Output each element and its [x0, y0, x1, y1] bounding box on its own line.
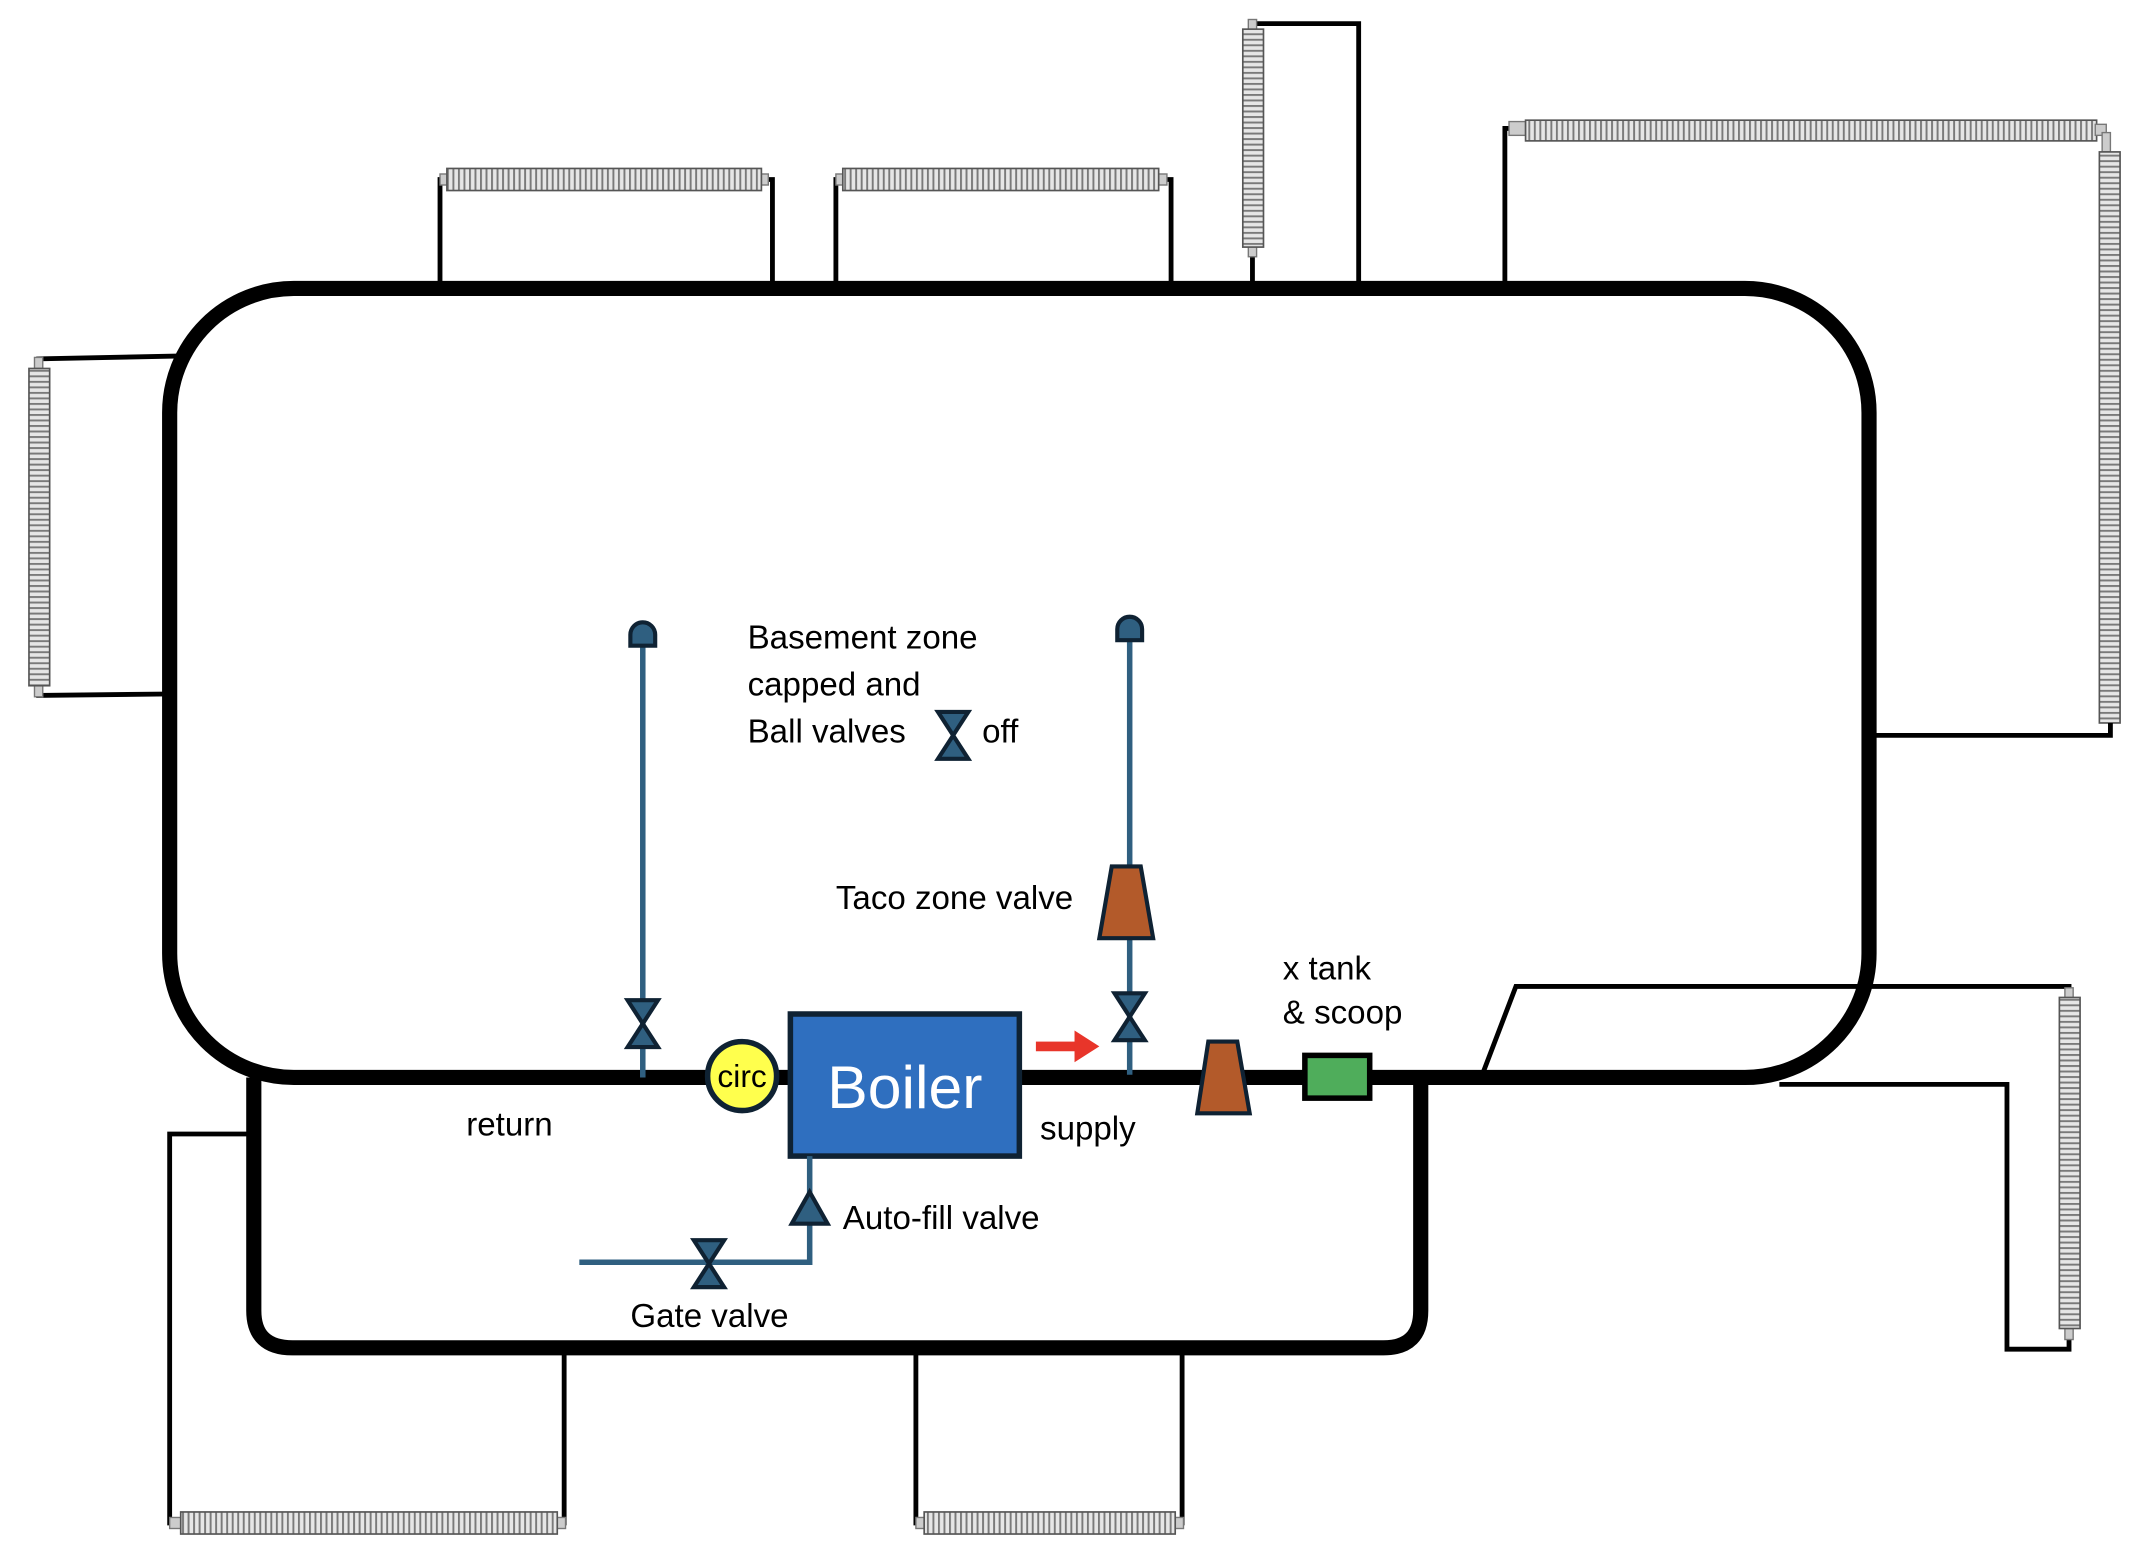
- supply-label: supply: [1040, 1111, 1136, 1148]
- gate-valve[interactable]: [690, 1238, 728, 1290]
- basement-note-line2: capped and: [748, 666, 921, 703]
- circulator-label: circ: [717, 1058, 766, 1094]
- return-label: return: [466, 1106, 552, 1143]
- boiler-label: Boiler: [827, 1053, 982, 1121]
- auto-fill-valve-label: Auto-fill valve: [843, 1200, 1040, 1237]
- taco-zone-valve-label: Taco zone valve: [836, 880, 1073, 917]
- radiator-top-3: [1241, 18, 1362, 283]
- lower-main-loop: [246, 1077, 1429, 1356]
- supply-cap-icon: [1115, 614, 1145, 643]
- basement-note-line3a: Ball valves: [748, 713, 906, 750]
- boiler-room: circ Boiler return supply x tank & scoop…: [466, 951, 1402, 1336]
- taco-zone-valve-supply[interactable]: [1194, 1039, 1253, 1116]
- main-loops: [162, 280, 1877, 1356]
- basement-note-line1: Basement zone: [748, 619, 978, 656]
- radiator-top-2: [833, 167, 1174, 283]
- taco-zone-valve-basement[interactable]: [1096, 864, 1156, 941]
- ball-valve-supply[interactable]: [1110, 991, 1149, 1043]
- radiator-right-lower: [1480, 984, 2081, 1352]
- return-cap-icon: [628, 620, 658, 648]
- radiator-bottom-mid: [913, 1349, 1185, 1535]
- radiator-left: [28, 353, 177, 698]
- radiator-bottom-left: [167, 1131, 567, 1535]
- radiator-top-right: [1502, 119, 2121, 738]
- gate-valve-label: Gate valve: [630, 1298, 788, 1335]
- flow-arrow-icon: [1035, 1030, 1100, 1063]
- upper-main-loop: [162, 280, 1877, 1086]
- radiators: [28, 18, 2121, 1535]
- ball-valve-legend-icon: [934, 709, 973, 761]
- basement-note-line3b: off: [982, 713, 1019, 750]
- circulator-pump[interactable]: [704, 1038, 780, 1114]
- xtank-label-line1: x tank: [1283, 951, 1372, 988]
- boiler[interactable]: [787, 1011, 1023, 1159]
- basement-zone: Basement zone capped and Ball valves off…: [623, 614, 1156, 1078]
- xtank-label-line2: & scoop: [1283, 995, 1403, 1032]
- ball-valve-return[interactable]: [623, 998, 662, 1050]
- radiator-top-1: [437, 167, 775, 283]
- auto-fill-valve[interactable]: [788, 1187, 832, 1226]
- fill-line: [579, 1156, 813, 1266]
- expansion-tank[interactable]: [1302, 1052, 1373, 1101]
